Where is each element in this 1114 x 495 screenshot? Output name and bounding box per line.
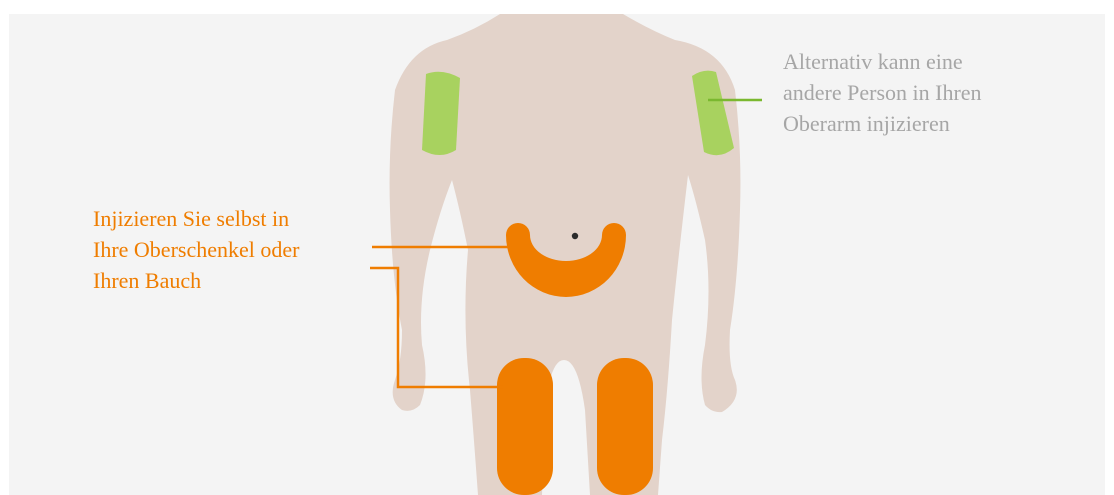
self-injection-caption-line: Ihre Oberschenkel oder	[93, 234, 299, 265]
other-person-caption-line: andere Person in Ihren	[783, 77, 982, 108]
left-thigh-zone	[497, 358, 553, 495]
left-upper-arm-zone	[422, 72, 460, 155]
self-injection-caption: Injizieren Sie selbst in Ihre Oberschenk…	[93, 203, 299, 296]
other-person-caption-line: Alternativ kann eine	[783, 46, 982, 77]
right-thigh-zone	[597, 358, 653, 495]
self-injection-caption-line: Injizieren Sie selbst in	[93, 203, 299, 234]
other-person-caption-line: Oberarm injizieren	[783, 108, 982, 139]
navel	[572, 233, 578, 239]
self-injection-caption-line: Ihren Bauch	[93, 265, 299, 296]
other-person-caption: Alternativ kann eine andere Person in Ih…	[783, 46, 982, 139]
